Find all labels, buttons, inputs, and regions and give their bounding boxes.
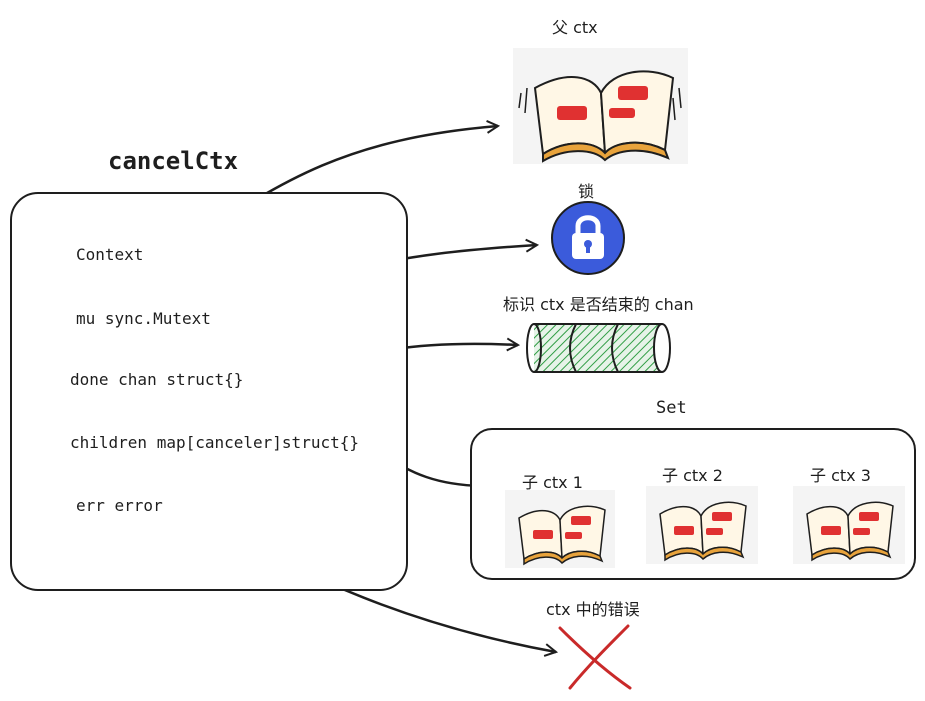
open-book-icon [513,48,688,164]
child-ctx-3-label: 子 ctx 3 [810,466,871,485]
red-x-icon [558,624,632,690]
struct-title: cancelCtx [108,147,239,175]
padlock-icon [551,201,625,275]
child-book-icon-3 [793,486,905,564]
field-err: err error [76,496,163,515]
field-children: children map[canceler]struct{} [70,433,359,452]
parent-ctx-label: 父 ctx [552,18,598,37]
set-title: Set [656,398,687,418]
child-ctx-1-label: 子 ctx 1 [522,473,583,492]
field-context: Context [76,245,144,264]
pipe-cylinder-icon [526,323,671,373]
field-mu: mu sync.Mutext [76,309,211,328]
field-done: done chan struct{} [70,370,244,389]
lock-label: 锁 [578,182,595,201]
child-ctx-2-label: 子 ctx 2 [662,466,723,485]
struct-box [10,192,408,591]
error-label: ctx 中的错误 [546,600,640,619]
child-book-icon-1 [505,490,615,568]
chan-label: 标识 ctx 是否结束的 chan [503,295,694,314]
child-book-icon-2 [646,486,758,564]
